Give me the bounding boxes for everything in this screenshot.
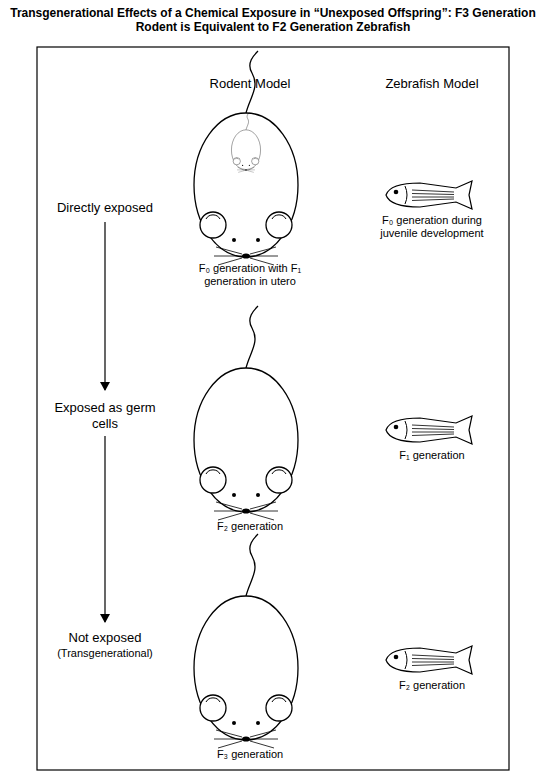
rodent-f2 [194,306,298,520]
exposure-label: Exposed as germ cells [53,400,158,431]
column-heading: Zebrafish Model [362,76,502,92]
zebrafish-f0 [386,181,472,209]
zebrafish-f2 [386,646,472,674]
exposure-label: Directly exposed [45,200,165,216]
generation-label: F₀ generation with F₁ generation in uter… [185,262,315,288]
generation-label: F₁ generation [367,449,497,462]
zebrafish-f1 [386,416,472,444]
frame [37,47,509,770]
exposure-label: Not exposed [45,630,165,646]
generation-label: F₂ generation [185,520,315,533]
time-arrow [104,222,105,390]
time-arrow [104,436,105,622]
generation-label: F₀ generation during juvenile developmen… [367,214,497,240]
generation-label: F₂ generation [367,679,497,692]
diagram-title: Transgenerational Effects of a Chemical … [9,6,537,35]
column-heading: Rodent Model [180,76,320,92]
rodent-f1-in-utero [231,112,260,172]
exposure-note: (Transgenerational) [45,647,165,660]
generation-label: F₃ generation [185,748,315,761]
rodent-f3 [194,534,298,748]
